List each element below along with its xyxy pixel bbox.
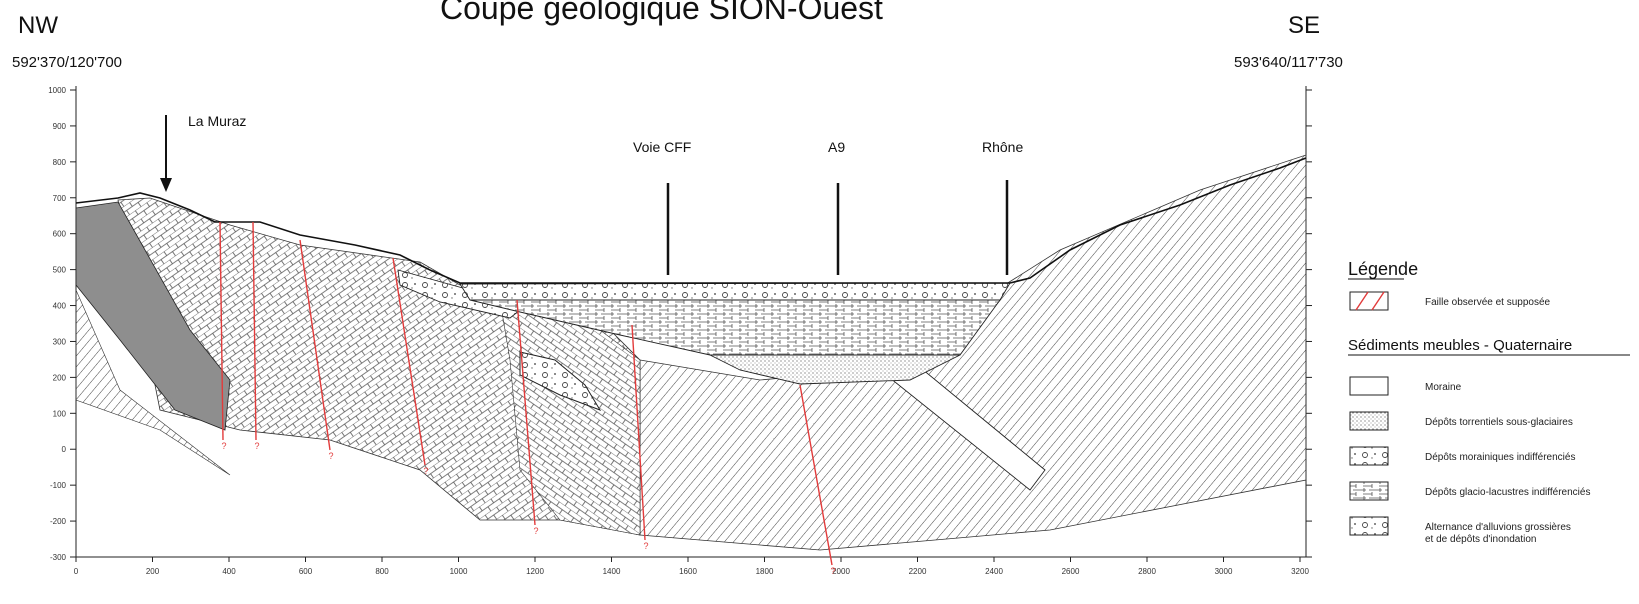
coordinate-left: 592'370/120'700 — [12, 54, 123, 71]
y-tick-label: 100 — [53, 409, 67, 418]
x-tick-label: 1400 — [603, 567, 621, 576]
y-axis-ticks: 10009008007006005004003002001000-100-200… — [48, 86, 1312, 562]
direction-se: SE — [1288, 12, 1321, 39]
legend: Légende Faille observée et supposée Sédi… — [1348, 259, 1630, 545]
legend-title: Légende — [1348, 259, 1418, 279]
la-muraz-marker — [160, 115, 172, 192]
label-voie-cff: Voie CFF — [633, 139, 691, 155]
legend-swatch-moraine — [1349, 376, 1389, 396]
label-a9: A9 — [828, 139, 845, 155]
fault-question-mark: ? — [423, 466, 428, 476]
dark-grey-unit — [75, 201, 231, 431]
torrential-deposit-layer — [709, 354, 961, 385]
fault-question-mark: ? — [830, 566, 835, 576]
fault-question-mark: ? — [221, 441, 226, 451]
legend-item-label-line2: et de dépôts d'inondation — [1425, 534, 1536, 545]
x-tick-label: 0 — [74, 567, 79, 576]
x-tick-label: 2600 — [1062, 567, 1080, 576]
legend-item-label: Moraine — [1425, 382, 1462, 393]
x-tick-label: 1800 — [756, 567, 774, 576]
y-tick-label: 1000 — [48, 86, 66, 95]
x-tick-label: 3000 — [1215, 567, 1233, 576]
x-tick-label: 800 — [375, 567, 389, 576]
fault-question-mark: ? — [254, 441, 259, 451]
label-rhone: Rhône — [982, 139, 1023, 155]
x-tick-label: 2000 — [832, 567, 850, 576]
x-tick-label: 2400 — [985, 567, 1003, 576]
y-tick-label: -300 — [50, 553, 67, 562]
x-tick-label: 3200 — [1291, 567, 1309, 576]
legend-item-label: Alternance d'alluvions grossières — [1425, 522, 1571, 533]
y-tick-label: 300 — [53, 337, 67, 346]
legend-swatch-moraineind — [1349, 446, 1389, 466]
x-tick-label: 1000 — [450, 567, 468, 576]
y-tick-label: 0 — [62, 445, 67, 454]
fault-question-marks: ??????? — [221, 441, 835, 576]
y-tick-label: 400 — [53, 302, 67, 311]
direction-nw: NW — [18, 12, 58, 39]
x-tick-label: 2800 — [1138, 567, 1156, 576]
y-tick-label: -200 — [50, 517, 67, 526]
topography-line — [75, 157, 1307, 284]
x-tick-label: 200 — [146, 567, 160, 576]
fault-question-mark: ? — [533, 526, 538, 536]
y-tick-label: 700 — [53, 194, 67, 203]
legend-item-label: Dépôts glacio-lacustres indifférenciés — [1425, 487, 1590, 498]
legend-swatch-glacio — [1349, 481, 1389, 501]
y-tick-label: 200 — [53, 373, 67, 382]
legend-fault-label: Faille observée et supposée — [1425, 297, 1551, 308]
legend-swatch-alluvion — [1349, 516, 1389, 536]
x-tick-label: 2200 — [909, 567, 927, 576]
coordinate-right: 593'640/117'730 — [1234, 54, 1343, 71]
x-tick-label: 1200 — [526, 567, 544, 576]
x-tick-label: 600 — [299, 567, 313, 576]
x-tick-label: 400 — [222, 567, 236, 576]
legend-section-title: Sédiments meubles - Quaternaire — [1348, 337, 1572, 354]
y-tick-label: -100 — [50, 481, 67, 490]
location-markers — [666, 180, 1009, 275]
left-hatched-unit — [75, 289, 231, 476]
fault-lines — [219, 221, 833, 566]
diagram-title: Coupe géologique SION-Ouest — [440, 0, 883, 26]
label-la-muraz: La Muraz — [188, 113, 246, 129]
x-tick-label: 1600 — [679, 567, 697, 576]
y-tick-label: 900 — [53, 122, 67, 131]
y-tick-label: 600 — [53, 230, 67, 239]
lens-deposit — [519, 351, 602, 411]
legend-item-label: Dépôts morainiques indifférenciés — [1425, 452, 1575, 463]
legend-swatch-torrent — [1349, 411, 1389, 431]
alluvium-layer — [459, 282, 1011, 301]
fault-question-mark: ? — [328, 451, 333, 461]
x-axis-ticks: 0 200 400 600 800 1000 1200 1400 1600 1800 2000 220… — [74, 557, 1309, 576]
fault-question-mark: ? — [643, 541, 648, 551]
y-tick-label: 800 — [53, 158, 67, 167]
legend-item-label: Dépôts torrentiels sous-glaciaires — [1425, 417, 1573, 428]
y-tick-label: 500 — [53, 266, 67, 275]
